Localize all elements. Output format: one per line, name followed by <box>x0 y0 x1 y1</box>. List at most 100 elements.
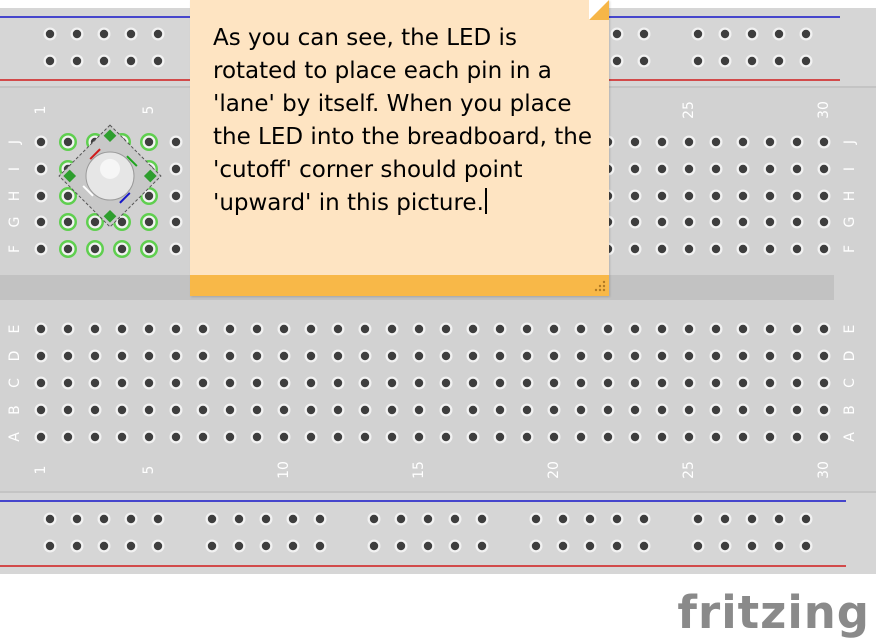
rail-hole-top-a-1[interactable] <box>43 27 57 41</box>
hole-B8[interactable] <box>223 403 237 417</box>
hole-J28[interactable] <box>763 135 777 149</box>
rail-hole-bottom-a-16[interactable] <box>529 512 543 526</box>
hole-A27[interactable] <box>736 430 750 444</box>
hole-D9[interactable] <box>250 349 264 363</box>
rail-hole-top-a-25[interactable] <box>799 27 813 41</box>
rail-hole-bottom-a-9[interactable] <box>286 512 300 526</box>
hole-D10[interactable] <box>277 349 291 363</box>
hole-H26[interactable] <box>709 189 723 203</box>
hole-D21[interactable] <box>574 349 588 363</box>
rail-hole-bottom-a-24[interactable] <box>772 512 786 526</box>
hole-E12[interactable] <box>331 322 345 336</box>
hole-A8[interactable] <box>223 430 237 444</box>
hole-I25[interactable] <box>682 162 696 176</box>
hole-D18[interactable] <box>493 349 507 363</box>
hole-H1[interactable] <box>34 189 48 203</box>
hole-H24[interactable] <box>655 189 669 203</box>
rail-hole-bottom-b-21[interactable] <box>691 539 705 553</box>
rail-hole-bottom-a-10[interactable] <box>313 512 327 526</box>
hole-B7[interactable] <box>196 403 210 417</box>
rail-hole-bottom-b-1[interactable] <box>43 539 57 553</box>
rail-hole-bottom-b-3[interactable] <box>97 539 111 553</box>
rail-hole-bottom-b-12[interactable] <box>394 539 408 553</box>
rail-hole-bottom-a-1[interactable] <box>43 512 57 526</box>
hole-E29[interactable] <box>790 322 804 336</box>
rail-hole-bottom-b-16[interactable] <box>529 539 543 553</box>
hole-E3[interactable] <box>88 322 102 336</box>
hole-D8[interactable] <box>223 349 237 363</box>
hole-F6[interactable] <box>169 242 183 256</box>
hole-D6[interactable] <box>169 349 183 363</box>
hole-D2[interactable] <box>61 349 75 363</box>
hole-I27[interactable] <box>736 162 750 176</box>
hole-A15[interactable] <box>412 430 426 444</box>
hole-B11[interactable] <box>304 403 318 417</box>
hole-A7[interactable] <box>196 430 210 444</box>
rail-hole-bottom-a-5[interactable] <box>151 512 165 526</box>
hole-A14[interactable] <box>385 430 399 444</box>
hole-D23[interactable] <box>628 349 642 363</box>
rail-hole-bottom-b-11[interactable] <box>367 539 381 553</box>
rail-hole-bottom-b-7[interactable] <box>232 539 246 553</box>
hole-E10[interactable] <box>277 322 291 336</box>
rail-hole-bottom-b-2[interactable] <box>70 539 84 553</box>
hole-E5[interactable] <box>142 322 156 336</box>
hole-D11[interactable] <box>304 349 318 363</box>
rail-hole-bottom-b-17[interactable] <box>556 539 570 553</box>
hole-D20[interactable] <box>547 349 561 363</box>
rail-hole-bottom-a-25[interactable] <box>799 512 813 526</box>
hole-A22[interactable] <box>601 430 615 444</box>
hole-E4[interactable] <box>115 322 129 336</box>
rail-hole-bottom-a-17[interactable] <box>556 512 570 526</box>
hole-E6[interactable] <box>169 322 183 336</box>
hole-F25[interactable] <box>682 242 696 256</box>
hole-B10[interactable] <box>277 403 291 417</box>
rail-hole-bottom-b-9[interactable] <box>286 539 300 553</box>
hole-G23[interactable] <box>628 215 642 229</box>
hole-B15[interactable] <box>412 403 426 417</box>
hole-E18[interactable] <box>493 322 507 336</box>
rail-hole-bottom-a-3[interactable] <box>97 512 111 526</box>
hole-B13[interactable] <box>358 403 372 417</box>
hole-A4[interactable] <box>115 430 129 444</box>
hole-B27[interactable] <box>736 403 750 417</box>
hole-H27[interactable] <box>736 189 750 203</box>
rail-hole-top-a-4[interactable] <box>124 27 138 41</box>
rail-hole-bottom-a-18[interactable] <box>583 512 597 526</box>
hole-E11[interactable] <box>304 322 318 336</box>
hole-A28[interactable] <box>763 430 777 444</box>
hole-A21[interactable] <box>574 430 588 444</box>
hole-I24[interactable] <box>655 162 669 176</box>
hole-B9[interactable] <box>250 403 264 417</box>
hole-E15[interactable] <box>412 322 426 336</box>
hole-A11[interactable] <box>304 430 318 444</box>
hole-E30[interactable] <box>817 322 831 336</box>
hole-E14[interactable] <box>385 322 399 336</box>
hole-B23[interactable] <box>628 403 642 417</box>
hole-C19[interactable] <box>520 376 534 390</box>
hole-G5[interactable] <box>140 213 158 231</box>
rail-hole-top-b-5[interactable] <box>151 54 165 68</box>
hole-H30[interactable] <box>817 189 831 203</box>
rail-hole-bottom-b-24[interactable] <box>772 539 786 553</box>
rail-hole-bottom-a-7[interactable] <box>232 512 246 526</box>
hole-J1[interactable] <box>34 135 48 149</box>
sticky-note[interactable]: As you can see, the LED is rotated to pl… <box>190 0 609 296</box>
hole-D26[interactable] <box>709 349 723 363</box>
hole-C2[interactable] <box>61 376 75 390</box>
hole-A2[interactable] <box>61 430 75 444</box>
rail-hole-bottom-a-15[interactable] <box>475 512 489 526</box>
hole-E21[interactable] <box>574 322 588 336</box>
hole-C7[interactable] <box>196 376 210 390</box>
rail-hole-top-a-19[interactable] <box>610 27 624 41</box>
hole-A13[interactable] <box>358 430 372 444</box>
rail-hole-bottom-b-14[interactable] <box>448 539 462 553</box>
rail-hole-top-b-2[interactable] <box>70 54 84 68</box>
rgb-led[interactable] <box>58 124 162 228</box>
hole-A25[interactable] <box>682 430 696 444</box>
hole-C1[interactable] <box>34 376 48 390</box>
hole-C27[interactable] <box>736 376 750 390</box>
hole-B14[interactable] <box>385 403 399 417</box>
hole-D1[interactable] <box>34 349 48 363</box>
hole-I6[interactable] <box>169 162 183 176</box>
